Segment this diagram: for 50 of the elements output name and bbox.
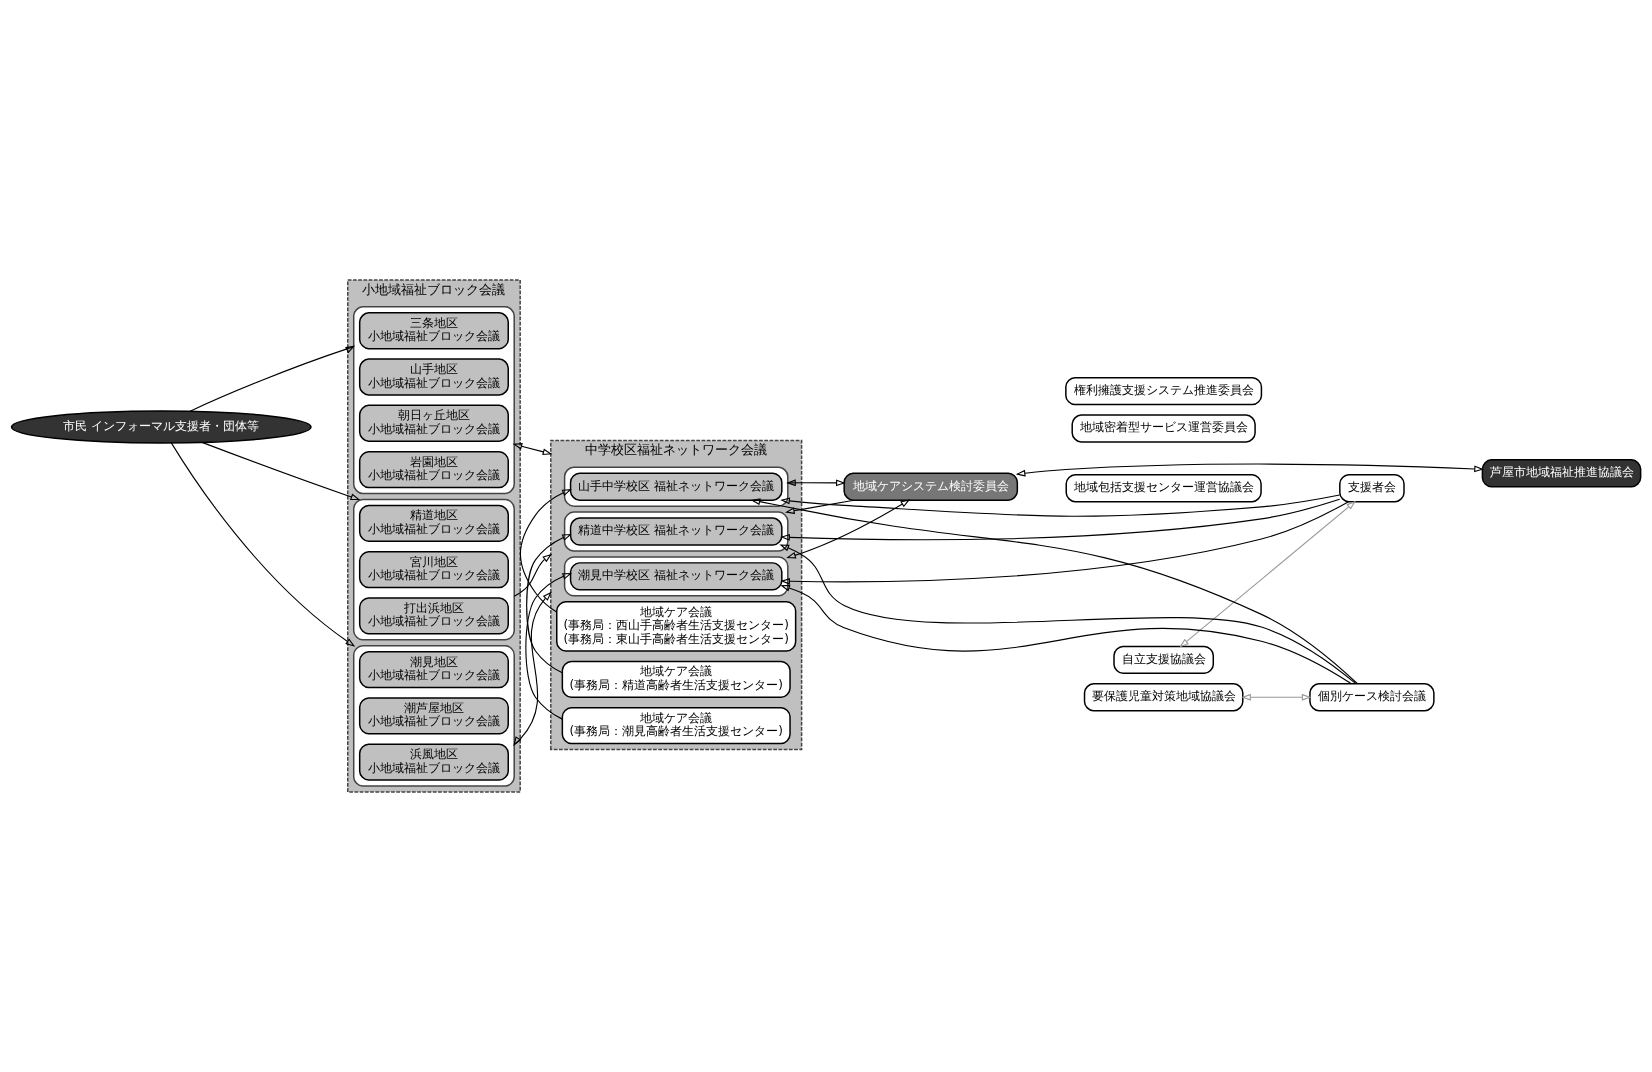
node-box: 地域ケア会議 (事務局：精道高齢者生活支援センター) [561,660,791,698]
node-box: 個別ケース検討会議 [1309,683,1435,712]
arrow [526,533,572,674]
node-box: 潮芦屋地区 小地域福祉ブロック会議 [358,697,509,735]
arrow [1241,693,1312,701]
node-box: 地域密着型サービス運営委員会 [1071,414,1256,443]
node-box: 朝日ヶ丘地区 小地域福祉ブロック会議 [358,404,509,442]
arrow [786,479,846,487]
arrow [786,499,911,559]
arrow [513,553,553,597]
node-box: 精道中学校区 福祉ネットワーク会議 [569,517,783,546]
arrow [189,345,356,412]
node-box: 自立支援協議会 [1113,645,1215,675]
node-box: 潮見中学校区 福祉ネットワーク会議 [569,562,783,591]
node-ellipse: 市民 インフォーマル支援者・団体等 [10,410,312,444]
arrow [750,498,1358,685]
node-box: 精道地区 小地域福祉ブロック会議 [358,504,509,542]
arrow [201,441,361,501]
node-box: 宮川地区 小地域福祉ブロック会議 [358,550,509,589]
arrow [784,499,855,515]
node-box: 山手地区 小地域福祉ブロック会議 [358,358,509,396]
node-box: 打出浜地区 小地域福祉ブロック会議 [358,597,509,635]
node-box: 浜風地区 小地域福祉ブロック会議 [358,743,509,781]
node-box: 地域ケアシステム検討委員会 [843,472,1019,501]
arrow [1015,463,1484,477]
arrow [779,544,1357,685]
node-box: 山手中学校区 福祉ネットワーク会議 [569,472,783,501]
node-box: 要保護児童対策地域協議会 [1083,683,1244,712]
node-box: 権利擁護支援システム推進委員会 [1065,377,1263,406]
node-box: 岩園地区 小地域福祉ブロック会議 [358,450,509,489]
arrow [512,443,553,456]
node-box: 地域ケア会議 (事務局：西山手高齢者生活支援センター) (事務局：東山手高齢者生活支援センター) [556,600,797,652]
arrow [780,501,1350,585]
node-box: 三条地区 小地域福祉ブロック会議 [358,312,509,350]
node-box: 潮見地区 小地域福祉ブロック会議 [358,650,509,689]
arrow [1179,500,1357,648]
arrow [513,591,552,747]
cluster [352,498,515,641]
cluster [352,645,515,787]
arrow [525,573,573,720]
node-box: 芦屋市地域福祉推進協議会 [1481,459,1642,488]
arrow [780,584,1352,685]
arrow [170,442,356,647]
node-box: 地域ケア会議 (事務局：潮見高齢者生活支援センター) [561,706,791,745]
cluster [352,306,515,495]
arrow [780,498,1341,541]
arrow [519,489,572,613]
node-box: 地域包括支援センター運営協議会 [1065,474,1262,503]
node-box: 支援者会 [1339,474,1405,503]
arrow [780,494,1341,517]
